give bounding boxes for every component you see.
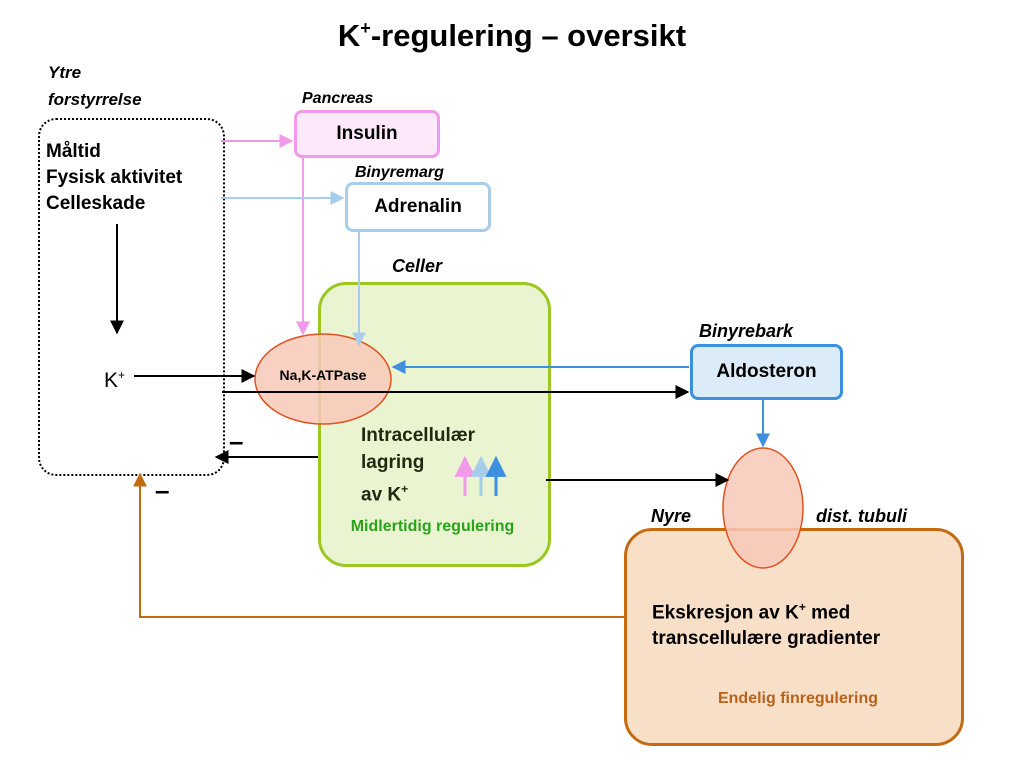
kidney-line1-end: med xyxy=(805,602,851,624)
kidney-box xyxy=(624,528,964,746)
cells-storage-text: Intracellulær lagring av K+ xyxy=(361,422,475,508)
external-item-maltid: Måltid xyxy=(46,141,101,162)
kidney-line1: Ekskresjon av K+ med xyxy=(652,594,880,626)
page-title: K+-regulering – oversikt xyxy=(0,18,1024,54)
external-item-fysisk-aktivitet: Fysisk aktivitet xyxy=(46,167,183,188)
cells-line2: lagring xyxy=(361,452,425,473)
kidney-line2: transcellulære gradienter xyxy=(652,628,881,650)
nyre-label: Nyre xyxy=(651,506,692,526)
pancreas-label: Pancreas xyxy=(302,90,374,107)
cells-line3-sup: + xyxy=(401,482,409,496)
aldosteron-box: Aldosteron xyxy=(690,344,843,400)
cells-line1: Intracellulær xyxy=(361,425,476,446)
minus-sign-cells: – xyxy=(229,426,244,456)
kidney-regulation-label: Endelig finregulering xyxy=(717,690,878,707)
binyrebark-label: Binyrebark xyxy=(699,321,794,341)
title-rest: -regulering – oversikt xyxy=(370,18,687,53)
extracellular-k-label: K+ xyxy=(104,368,125,393)
title-main: K xyxy=(337,18,361,53)
adrenalin-label: Adrenalin xyxy=(374,196,462,217)
external-items-list: Måltid Fysisk aktivitet Celleskade xyxy=(46,139,182,217)
insulin-label: Insulin xyxy=(336,123,398,144)
k-sup: + xyxy=(118,368,126,382)
dist-tubuli-label: dist. tubuli xyxy=(816,506,907,526)
arrow-kidney-to-external xyxy=(133,472,624,618)
external-disturbance-box xyxy=(38,118,225,476)
minus-sign-kidney: – xyxy=(155,475,170,505)
k-base: K xyxy=(104,369,119,392)
cells-line3-base: av K xyxy=(361,484,402,506)
external-title-line2: forstyrrelse xyxy=(48,90,142,109)
title-sup: + xyxy=(360,18,371,38)
aldosteron-label: Aldosteron xyxy=(716,361,817,382)
atpase-label: Na,K-ATPase xyxy=(279,367,367,383)
external-item-celleskade: Celleskade xyxy=(46,193,146,214)
binyremarg-label: Binyremarg xyxy=(355,164,444,181)
adrenalin-box: Adrenalin xyxy=(345,182,491,232)
external-title-line1: Ytre xyxy=(48,63,82,82)
kidney-line1-sup: + xyxy=(798,600,806,614)
cells-line3: av K+ xyxy=(361,476,475,508)
kidney-transporter-ellipse xyxy=(722,447,804,569)
cells-regulation-label: Midlertidig regulering xyxy=(350,518,515,535)
kidney-line1-base: Ekskresjon av K xyxy=(652,602,799,624)
insulin-box: Insulin xyxy=(294,110,440,158)
kidney-excretion-text: Ekskresjon av K+ med transcellulære grad… xyxy=(652,594,880,652)
celler-label: Celler xyxy=(392,256,443,276)
